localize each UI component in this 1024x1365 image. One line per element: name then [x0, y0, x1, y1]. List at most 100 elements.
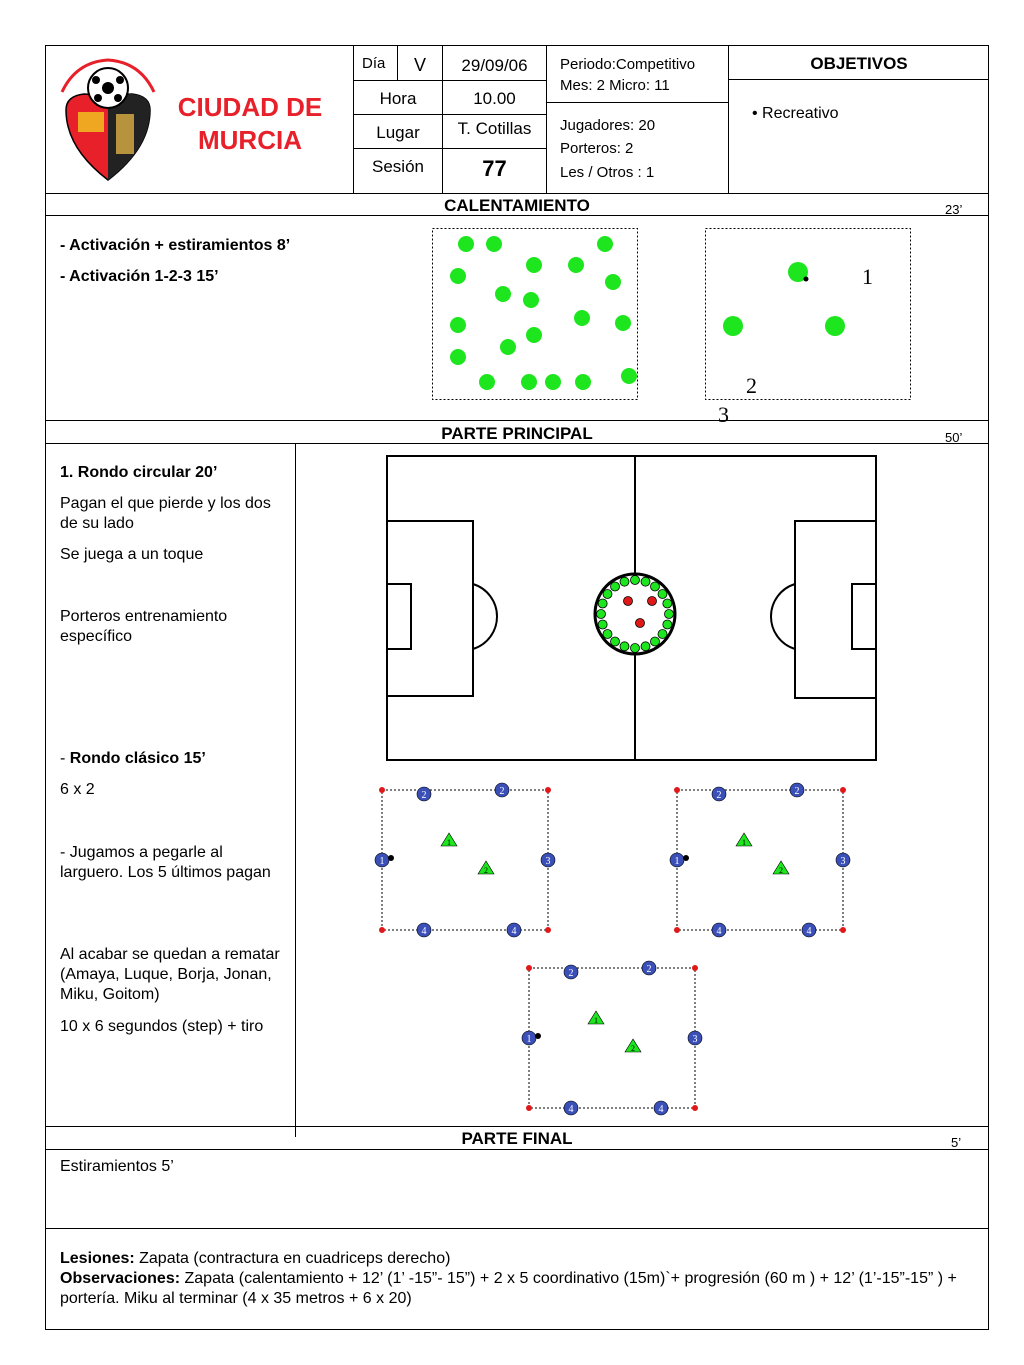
principal-text-6x2: 6 x 2 — [60, 781, 95, 798]
defender-number: 2 — [484, 866, 488, 875]
rondo-player — [657, 589, 668, 599]
warmup-player — [597, 236, 613, 252]
calentamiento-item-1: - Activación + estiramientos 8’ — [60, 237, 291, 254]
club-name-line1: CIUDAD DE — [177, 92, 323, 122]
defender-number: 1 — [742, 838, 746, 847]
player-number: 3 — [546, 856, 551, 867]
principal-text-porteros: Porteros entrenamiento específico — [60, 608, 228, 645]
warmup-player — [521, 374, 537, 390]
club-badge-icon — [60, 58, 156, 181]
rondo-player — [602, 589, 613, 599]
cone-icon — [840, 787, 846, 793]
final-item: Estiramientos 5’ — [60, 1158, 174, 1175]
rondo-defender — [635, 618, 645, 628]
rondo-attacker — [789, 782, 805, 798]
rondo-player — [610, 581, 620, 592]
defender-number: 2 — [631, 1044, 635, 1053]
warmup-player — [495, 286, 511, 302]
rondo-player — [640, 641, 651, 652]
session-date: 29/09/06 — [461, 56, 528, 75]
warmup-player — [526, 327, 542, 343]
session-sheet-frame — [45, 45, 989, 1330]
principal-text-larguero: - Jugamos a pegarle al larguero. Los 5 ú… — [60, 844, 271, 881]
player-number: 4 — [512, 926, 517, 937]
rondo-attacker — [801, 922, 817, 938]
principal-time: 50’ — [945, 430, 963, 445]
player-number: 2 — [500, 786, 505, 797]
warmup-player — [526, 257, 542, 273]
porteros-text: Porteros: 2 — [560, 140, 634, 157]
calentamiento-time: 23’ — [945, 202, 963, 217]
drill-label-2: 2 — [746, 373, 757, 398]
cone-icon — [545, 927, 551, 933]
mes-micro-text: Mes: 2 Micro: 11 — [560, 77, 670, 94]
ball-icon — [683, 855, 689, 861]
cone-icon — [379, 927, 385, 933]
cone-icon — [526, 1105, 532, 1111]
observaciones-text: Zapata (calentamiento + 12’ (1’ -15”- 15… — [60, 1270, 957, 1307]
player-number: 4 — [422, 926, 427, 937]
rondo-player — [662, 598, 673, 609]
rondo-attacker — [711, 922, 727, 938]
rondo-attacker — [653, 1100, 669, 1116]
rondo-attacker — [563, 964, 579, 980]
principal-rondo-circular: 1. Rondo circular 20’ — [60, 464, 218, 481]
drill-player — [788, 262, 808, 282]
warmup-player — [479, 374, 495, 390]
rondo-player — [657, 629, 668, 639]
warmup-player — [605, 274, 621, 290]
objetivo-item: • Recreativo — [752, 105, 839, 122]
rondo-clasico-prefix: - — [60, 750, 70, 767]
principal-rondo-clasico: - Rondo clásico 15’ — [60, 750, 206, 768]
principal-text-pagan: Pagan el que pierde y los dos de su lado — [60, 495, 271, 532]
rondo-square-1: 2 2 1 3 4 4 1 2 — [374, 782, 556, 938]
cone-icon — [379, 787, 385, 793]
defender-number: 1 — [447, 838, 451, 847]
rondo-player — [596, 609, 606, 619]
periodo-text: Periodo:Competitivo — [560, 56, 696, 73]
ball-icon — [388, 855, 394, 861]
warmup-player — [615, 315, 631, 331]
rondo-attacker — [416, 922, 432, 938]
warmup-field-diagram — [432, 228, 638, 400]
player-number: 4 — [659, 1104, 664, 1115]
rondo-attacker — [563, 1100, 579, 1116]
calentamiento-title: CALENTAMIENTO — [444, 196, 590, 215]
observaciones-label: Observaciones: — [60, 1270, 181, 1287]
jugadores-text: Jugadores: 20 — [560, 117, 656, 134]
defender-number: 2 — [779, 866, 783, 875]
warmup-player — [574, 310, 590, 326]
warmup-player — [545, 374, 561, 390]
rondo-player — [664, 609, 674, 619]
drill-label-3: 3 — [718, 402, 729, 427]
dia-label: Día — [362, 55, 386, 72]
warmup-player — [450, 349, 466, 365]
principal-title: PARTE PRINCIPAL — [441, 424, 593, 443]
rondo-attacker — [641, 960, 657, 976]
rondo-circular-players — [596, 575, 674, 653]
lesiones-label: Lesiones: — [60, 1250, 135, 1267]
drill-label-1: 1 — [862, 264, 873, 289]
rondo-defender — [587, 1010, 605, 1025]
rondo-attacker — [540, 852, 556, 868]
warmup-player — [523, 292, 539, 308]
cone-icon — [674, 787, 680, 793]
principal-text-toque: Se juega a un toque — [60, 546, 204, 563]
cone-icon — [674, 927, 680, 933]
hora-label: Hora — [379, 89, 417, 108]
rondo-attacker — [506, 922, 522, 938]
final-title: PARTE FINAL — [461, 1129, 573, 1148]
rondo-attacker — [835, 852, 851, 868]
player-number: 4 — [717, 926, 722, 937]
rondo-player — [650, 636, 660, 647]
player-number: 3 — [841, 856, 846, 867]
player-number: 1 — [527, 1034, 532, 1045]
rondo-defender — [623, 596, 633, 606]
ball-icon — [803, 276, 809, 282]
les-otros-text: Les / Otros : 1 — [560, 164, 655, 181]
player-number: 4 — [807, 926, 812, 937]
rondo-player — [630, 575, 640, 585]
player-number: 2 — [422, 790, 427, 801]
player-number: 1 — [380, 856, 385, 867]
